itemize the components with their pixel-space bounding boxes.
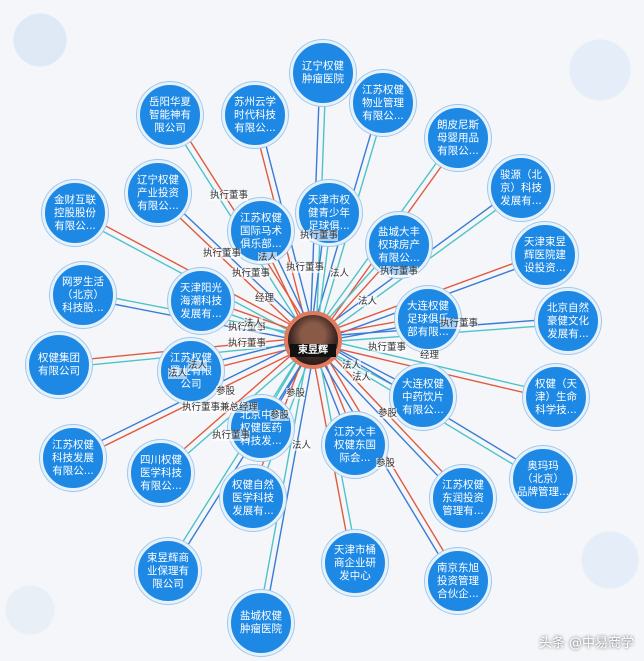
edge-label: 执行董事: [228, 338, 267, 349]
company-node[interactable]: 朗皮尼斯母婴用品有限公...: [425, 105, 491, 171]
edge-label: 执行董事: [368, 342, 407, 353]
center-person-avatar[interactable]: [284, 311, 342, 369]
company-node[interactable]: 苏州云学时代科技有限公...: [222, 82, 288, 148]
company-node[interactable]: 金财互联控股股份有限公...: [42, 180, 108, 246]
company-node[interactable]: 岳阳华夏智能神有限公司: [137, 82, 203, 148]
edge-label: 执行董事: [232, 268, 271, 279]
company-node[interactable]: 南京东旭投资管理合伙企...: [425, 548, 491, 614]
company-node[interactable]: 四川权健医学科技有限公...: [128, 440, 194, 506]
company-node[interactable]: 权健集团有限公司: [26, 332, 92, 398]
edge-label: 执行董事: [203, 248, 242, 259]
company-node[interactable]: 权健自然医学科技发展有...: [220, 465, 286, 531]
company-node[interactable]: 江苏大丰权健东国际会...: [322, 412, 388, 478]
relationship-edge: [169, 341, 317, 573]
edge-label: 执行董事兼总经理: [182, 402, 259, 413]
edge-label: 执行董事: [380, 266, 419, 277]
company-node[interactable]: 骏源（北京）科技发展有...: [488, 155, 554, 221]
company-node[interactable]: 辽宁权健肿瘤医院: [290, 40, 356, 106]
company-node[interactable]: 江苏权健科技发展有限公...: [40, 425, 106, 491]
edge-label: 参股: [378, 408, 398, 419]
company-node[interactable]: 天津阳光海潮科技发展有...: [168, 268, 234, 334]
company-node[interactable]: 辽宁权健产业投资有限公...: [125, 160, 191, 226]
edge-label: 法人: [258, 252, 278, 263]
watermark: 头条 @中易商学: [538, 636, 634, 651]
company-node[interactable]: 江苏权健东润投资管理有...: [430, 465, 496, 531]
company-node[interactable]: 大连权健中药饮片有限公...: [390, 364, 456, 430]
edge-label: 法人: [352, 372, 372, 383]
edge-label: 参股: [286, 388, 306, 399]
company-node[interactable]: 奥玛玛（北京）品牌管理...: [510, 446, 576, 512]
company-node[interactable]: 束昱辉商业保理有限公司: [135, 538, 201, 604]
edge-label: 经理: [420, 350, 440, 361]
relationship-edge: [159, 190, 316, 339]
company-node[interactable]: 江苏权健物业管理有限公...: [350, 70, 416, 136]
company-node[interactable]: 天津束昱辉医院建设投资...: [512, 222, 578, 288]
edge-label: 法人: [244, 318, 264, 329]
edge-label: 法人: [358, 296, 378, 307]
company-node[interactable]: 盐城权健肿瘤医院: [228, 590, 294, 656]
edge-label: 执行董事: [210, 190, 249, 201]
edge-label: 参股: [216, 386, 236, 397]
company-node[interactable]: 权健（天津）生命科学技...: [523, 364, 589, 430]
edge-label: 经理: [255, 293, 275, 304]
edge-label: 法人: [342, 360, 362, 371]
relationship-edge: [263, 340, 317, 624]
edge-label: 法人: [330, 268, 350, 279]
edge-label: 参股: [376, 458, 396, 469]
edge-label: 法人: [188, 360, 208, 371]
company-node[interactable]: 天津市桶商企业研发中心: [322, 530, 388, 596]
edge-label: 法人: [292, 440, 312, 451]
edge-label: 参股: [270, 410, 290, 421]
center-person-name: 束昱辉: [290, 344, 336, 357]
relationship-edge: [257, 339, 311, 623]
edge-label: 执行董事: [286, 262, 325, 273]
relationship-edge: [310, 341, 462, 501]
company-node[interactable]: 北京自然豪健文化发展有...: [535, 288, 601, 354]
edge-label: 法人: [168, 368, 188, 379]
edge-label: 执行董事: [440, 318, 479, 329]
relationship-edge: [164, 338, 312, 570]
company-node[interactable]: 网罗生活（北京）科技股...: [50, 262, 116, 328]
edge-label: 执行董事: [212, 430, 251, 441]
edge-label: 执行董事: [300, 230, 339, 241]
